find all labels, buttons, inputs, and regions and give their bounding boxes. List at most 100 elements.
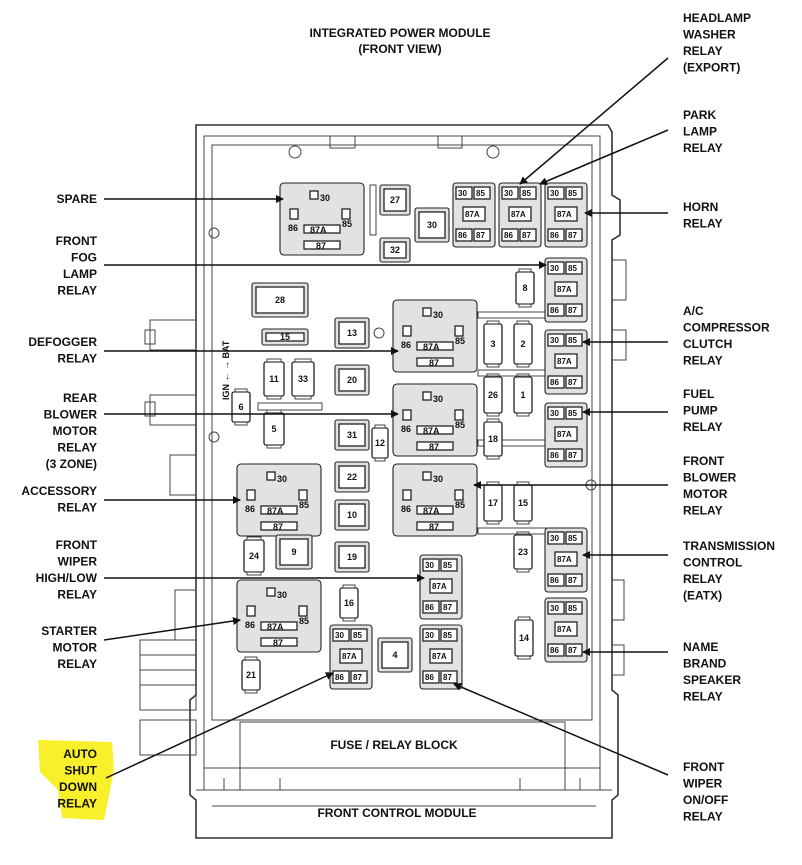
svg-text:85: 85 [476, 189, 485, 198]
svg-text:87: 87 [522, 231, 531, 240]
fuse-27[interactable]: 27 [379, 184, 411, 216]
spare-label: SPARE [57, 192, 97, 206]
fuse-4[interactable]: 4 [377, 637, 413, 673]
svg-text:PARK: PARK [683, 108, 716, 122]
svg-text:RELAY: RELAY [57, 588, 97, 602]
svg-text:LAMP: LAMP [683, 125, 717, 139]
svg-text:RELAY: RELAY [683, 354, 723, 368]
svg-text:87: 87 [476, 231, 485, 240]
fuse-label: 10 [347, 510, 357, 520]
fuse-6[interactable]: 6 [231, 388, 251, 426]
svg-text:ACCESSORY: ACCESSORY [21, 484, 97, 498]
fuse-18[interactable]: 18 [483, 418, 503, 460]
fuse-label: 21 [246, 670, 256, 680]
svg-text:87: 87 [273, 522, 283, 532]
fuse-label: 2 [520, 339, 525, 349]
fuse-31[interactable]: 31 [334, 419, 370, 451]
svg-text:RELAY: RELAY [57, 657, 97, 671]
fuse-10[interactable]: 10 [334, 499, 370, 531]
fuse-17[interactable]: 17 [483, 481, 503, 525]
svg-text:87: 87 [429, 522, 439, 532]
svg-text:30: 30 [550, 604, 559, 613]
fuse-26[interactable]: 26 [483, 373, 503, 417]
fuse-22[interactable]: 22 [334, 461, 370, 493]
fuse-label: 9 [291, 547, 296, 557]
fuse-33[interactable]: 33 [291, 358, 315, 400]
fuse-label: 33 [298, 374, 308, 384]
fuse-label: 6 [238, 402, 243, 412]
fuse-5[interactable]: 5 [263, 409, 285, 449]
leader-wiper-onoff [453, 683, 669, 776]
svg-text:FRONT: FRONT [683, 454, 725, 468]
svg-text:87A: 87A [267, 506, 284, 516]
fuse-label: 13 [347, 328, 357, 338]
fuse-3[interactable]: 3 [483, 320, 503, 368]
fuse-13[interactable]: 13 [334, 317, 370, 349]
svg-text:85: 85 [353, 631, 362, 640]
fuse-30[interactable]: 30 [414, 207, 450, 243]
fuse-12[interactable]: 12 [371, 424, 389, 462]
svg-text:DEFOGGER: DEFOGGER [28, 335, 97, 349]
svg-text:85: 85 [568, 409, 577, 418]
fuse-14[interactable]: 14 [514, 616, 534, 660]
svg-text:87: 87 [443, 673, 452, 682]
fuse-label: 1 [520, 390, 525, 400]
svg-text:FRONT: FRONT [683, 760, 725, 774]
svg-text:30: 30 [550, 534, 559, 543]
fuse-label: 18 [488, 434, 498, 444]
fuse-32[interactable]: 32 [379, 237, 411, 263]
fuse-11[interactable]: 11 [263, 358, 285, 400]
fuse-23[interactable]: 23 [513, 531, 533, 573]
fuse-28[interactable]: 28 [251, 282, 309, 318]
svg-text:86: 86 [550, 231, 559, 240]
fuse-15[interactable]: 15 [513, 481, 533, 525]
svg-text:RELAY: RELAY [57, 352, 97, 366]
svg-text:(EXPORT): (EXPORT) [683, 61, 740, 75]
svg-text:RELAY: RELAY [683, 420, 723, 434]
svg-text:85: 85 [299, 500, 309, 510]
svg-text:MOTOR: MOTOR [683, 487, 728, 501]
svg-text:RELAY: RELAY [683, 572, 723, 586]
svg-text:30: 30 [433, 474, 443, 484]
svg-text:85: 85 [342, 219, 352, 229]
svg-text:RELAY: RELAY [57, 441, 97, 455]
fuse-16[interactable]: 16 [339, 584, 359, 622]
fuse-19[interactable]: 19 [334, 541, 370, 573]
fuse-2[interactable]: 2 [513, 320, 533, 368]
svg-text:87: 87 [273, 638, 283, 648]
fuse-relay-block-label: FUSE / RELAY BLOCK [330, 738, 458, 752]
svg-text:87A: 87A [423, 506, 440, 516]
svg-text:86: 86 [401, 340, 411, 350]
fuse-8[interactable]: 8 [515, 268, 535, 308]
leader-starter [103, 617, 241, 641]
svg-text:87: 87 [443, 603, 452, 612]
svg-text:85: 85 [568, 189, 577, 198]
fuse-24[interactable]: 24 [243, 536, 265, 576]
fuse-9[interactable]: 9 [275, 534, 313, 570]
svg-text:86: 86 [288, 223, 298, 233]
fuse-1[interactable]: 1 [513, 373, 533, 417]
svg-text:SPARE: SPARE [57, 192, 97, 206]
fuse-20[interactable]: 20 [334, 364, 370, 396]
fuse-21[interactable]: 21 [241, 656, 261, 694]
fuse-15[interactable]: 15 [261, 328, 309, 346]
